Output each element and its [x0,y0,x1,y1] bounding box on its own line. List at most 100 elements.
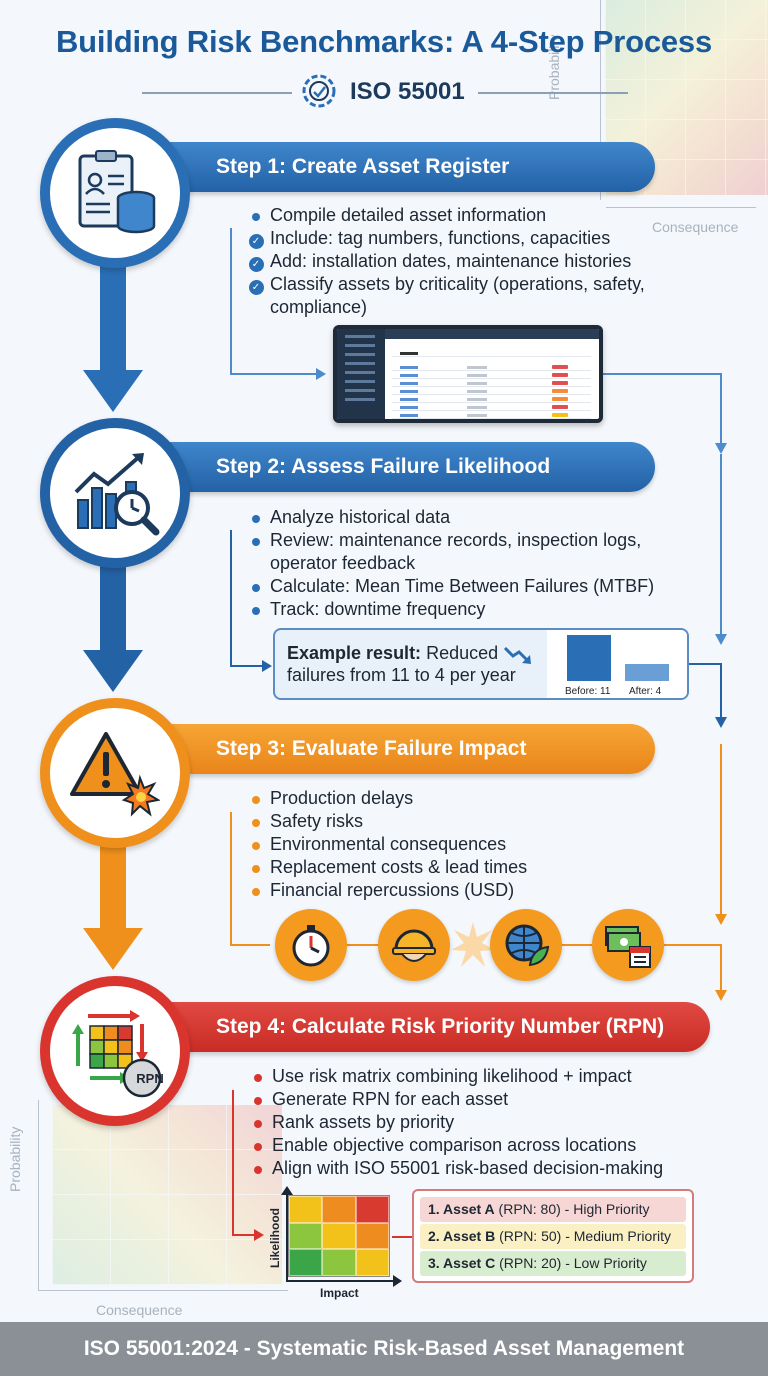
connector-line [720,454,722,634]
iso-gear-icon [302,74,336,108]
stopwatch-icon [275,909,347,981]
list-item: Rank assets by priority [250,1111,663,1134]
matrix-y-axis [286,1190,288,1282]
flow-arrow-head [83,928,143,970]
matrix-x-label: Impact [320,1286,359,1300]
list-item: Replacement costs & lead times [248,856,527,879]
matrix-cell [322,1196,356,1223]
money-calendar-icon [592,909,664,981]
burst-icon [451,922,495,967]
background-axis [600,0,601,200]
list-item: Track: downtime frequency [248,598,654,621]
step1-list: Compile detailed asset information ✓Incl… [248,204,645,319]
step4-list: Use risk matrix combining likelihood + i… [250,1065,663,1180]
list-item: Compile detailed asset information [248,204,645,227]
list-item: Use risk matrix combining likelihood + i… [250,1065,663,1088]
flow-arrow-head [83,650,143,692]
hard-hat-icon [378,909,450,981]
divider [142,92,292,94]
connector-arrow [715,443,727,454]
connector-line [230,812,232,945]
page-title: Building Risk Benchmarks: A 4-Step Proce… [56,24,712,59]
list-item: Calculate: Mean Time Between Failures (M… [248,575,654,598]
connector-line [346,944,380,946]
step4-icon-circle: RPN [40,976,190,1126]
matrix-cell [355,1222,389,1250]
warning-explosion-icon [70,732,160,817]
matrix-y-arrow [281,1186,293,1195]
background-risk-grid-bottom [52,1105,282,1285]
step1-title: Step 1: Create Asset Register [216,155,510,178]
clipboard-database-icon [78,150,156,234]
trend-down-icon [503,646,531,664]
iso-standard-label: ISO 55001 [350,78,465,105]
globe-leaf-icon [490,909,562,981]
priority-item-high: 1. Asset A (RPN: 80) - High Priority [420,1197,686,1222]
rpn-icon-label: RPN [136,1071,164,1086]
bar-after-label: After: 4 [629,686,662,697]
connector-line [720,744,722,914]
matrix-x-arrow [393,1275,402,1287]
asset-register-screenshot [333,325,603,423]
step1-banner: Step 1: Create Asset Register [170,142,655,192]
step3-list: Production delays Safety risks Environme… [248,787,527,902]
connector-arrow [715,990,727,1001]
list-item: Generate RPN for each asset [250,1088,663,1111]
priority-item-low: 3. Asset C (RPN: 20) - Low Priority [420,1251,686,1276]
list-item: Review: maintenance records, inspection … [248,529,654,552]
matrix-cell [322,1249,356,1276]
priority-list: 1. Asset A (RPN: 80) - High Priority 2. … [412,1189,694,1283]
example-result-text: Example result: Reduced failures from 11… [287,643,516,685]
list-item: compliance) [270,297,368,317]
step2-banner: Step 2: Assess Failure Likelihood [170,442,655,492]
matrix-cell [289,1222,323,1250]
bar-before [567,635,611,681]
connector-line [603,373,721,375]
connector-line [232,1234,256,1236]
matrix-cell [289,1196,323,1223]
footer-banner: ISO 55001:2024 - Systematic Risk-Based A… [0,1322,768,1376]
matrix-cell [355,1249,389,1276]
connector-line [720,373,722,443]
list-item: ✓Classify assets by criticality (operati… [248,273,645,296]
background-axis [38,1100,39,1290]
connector-arrow [254,1229,264,1241]
risk-matrix [288,1195,390,1277]
connector-line [232,1090,234,1235]
connector-line [720,944,722,990]
step1-icon-circle [40,118,190,268]
chart-magnifier-clock-icon [74,453,160,536]
step2-icon-circle [40,418,190,568]
connector-arrow [715,914,727,925]
failure-comparison-chart: Before: 11 After: 4 [547,630,687,698]
risk-matrix-rpn-icon [72,1010,162,1098]
connector-arrow [715,634,727,645]
matrix-x-axis [286,1280,394,1282]
list-item: ✓Include: tag numbers, functions, capaci… [248,227,645,250]
list-item: Align with ISO 55001 risk-based decision… [250,1157,663,1180]
connector-line [230,665,264,667]
background-probability-label: Probability [7,1126,23,1192]
flow-arrow-shaft [100,262,126,382]
flow-arrow-head [83,370,143,412]
list-item: Analyze historical data [248,506,654,529]
connector-line [560,944,594,946]
iso-standard-row: ISO 55001 [0,72,768,112]
list-item: ✓Add: installation dates, maintenance hi… [248,250,645,273]
background-consequence-label: Consequence [96,1302,183,1318]
list-item: Environmental consequences [248,833,527,856]
matrix-y-label: Likelihood [268,1208,282,1268]
background-axis [38,1290,288,1291]
example-result-box: Example result: Reduced failures from 11… [273,628,689,700]
matrix-cell [322,1222,356,1250]
step3-banner: Step 3: Evaluate Failure Impact [170,724,655,774]
bar-after [625,664,669,681]
divider [478,92,628,94]
matrix-cell [355,1196,389,1223]
connector-line [664,944,721,946]
step2-list: Analyze historical data Review: maintena… [248,506,654,621]
step4-banner: Step 4: Calculate Risk Priority Number (… [170,1002,710,1052]
list-item: Financial repercussions (USD) [248,879,527,902]
matrix-cell [289,1249,323,1276]
connector-arrow [262,660,272,672]
